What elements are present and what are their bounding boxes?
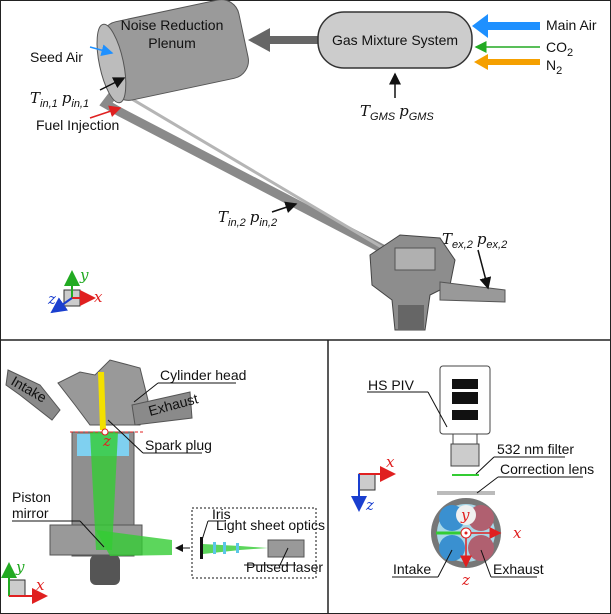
- exhaust-port: [131, 391, 193, 426]
- svg-text:z: z: [47, 290, 56, 308]
- bottom-left-panel: Intake Exhaust Cylinder head Spark plug …: [1, 359, 325, 604]
- plenum-label-2: Plenum: [148, 35, 195, 51]
- engine-model: [369, 234, 506, 331]
- svg-text:z: z: [365, 496, 374, 514]
- piston-mirror-label-2: mirror: [12, 505, 49, 521]
- seed-air-arrow-icon: [89, 44, 114, 57]
- laser-optics-box: [191, 507, 317, 579]
- top-panel: Noise Reduction Plenum Gas Mixture Syste…: [30, 0, 597, 331]
- intake-label: Intake: [393, 561, 431, 577]
- hs-piv-label: HS PIV: [368, 377, 415, 393]
- pulsed-laser: [267, 539, 305, 558]
- filter-label: 532 nm filter: [497, 441, 574, 457]
- pulsed-laser-label: Pulsed laser: [246, 559, 323, 575]
- svg-text:z: z: [461, 571, 470, 589]
- piston-mirror-label-1: Piston: [12, 489, 51, 505]
- cylinder-head-label: Cylinder head: [160, 367, 246, 383]
- svg-text:z: z: [102, 432, 111, 450]
- cylinder-top-view: y x z: [431, 498, 522, 589]
- extension: [90, 555, 120, 585]
- bottom-right-panel: HS PIV 532 nm filter Correction lens y x…: [351, 365, 594, 589]
- correction-lens-label: Correction lens: [500, 461, 594, 477]
- intake-valve: [439, 535, 465, 561]
- optics-lens-3: [236, 543, 239, 553]
- gas-mixture-system-box: [317, 11, 473, 69]
- light-sheet: [203, 544, 268, 554]
- spark-plug-yellow: [98, 372, 106, 430]
- origin-marker: [101, 428, 109, 436]
- sensor-arrow-in2: [271, 201, 298, 214]
- laser-sheet-horizontal: [96, 530, 172, 556]
- seed-air-label: Seed Air: [30, 49, 83, 65]
- svg-text:x: x: [36, 576, 45, 594]
- sensor-arrow-ex2: [477, 249, 492, 290]
- svg-text:y: y: [15, 558, 25, 576]
- n2-label: N2: [546, 57, 562, 77]
- svg-text:y: y: [460, 506, 470, 524]
- flow-arrow-icon: [248, 28, 318, 52]
- gas-mixture-system-label: Gas Mixture System: [332, 32, 458, 48]
- correction-lens: [437, 491, 495, 495]
- plenum-label-1: Noise Reduction: [121, 17, 224, 33]
- optics-lens-1: [213, 542, 216, 554]
- main-air-arrow-icon: [472, 14, 540, 38]
- iris: [200, 537, 203, 559]
- iris-label: Iris: [212, 506, 231, 522]
- optics-lens-2: [223, 542, 226, 554]
- co2-label: CO2: [546, 39, 573, 59]
- n2-arrow-icon: [474, 54, 540, 70]
- axis-triad-bottom-left: y x z: [1, 432, 111, 604]
- exhaust-label: Exhaust: [493, 561, 544, 577]
- light-sheet-optics-label: Light sheet optics: [216, 517, 325, 533]
- exhaust-valve: [468, 535, 494, 561]
- axis-triad-top: y x z: [47, 266, 103, 314]
- laser-sheet-vertical: [90, 432, 118, 550]
- svg-text:x: x: [94, 288, 103, 306]
- svg-text:y: y: [79, 266, 89, 284]
- axis-triad-bottom-right: x z: [351, 453, 396, 514]
- svg-text:x: x: [513, 524, 522, 542]
- fuel-injection-label: Fuel Injection: [36, 117, 119, 133]
- spark-plug-label: Spark plug: [145, 437, 212, 453]
- intake-port: [5, 369, 61, 421]
- 532nm-filter: [452, 474, 479, 476]
- camera-lens: [450, 443, 480, 467]
- noise-reduction-plenum: [96, 0, 249, 104]
- main-air-label: Main Air: [546, 17, 597, 33]
- sensor-arrow-in1: [99, 77, 126, 91]
- svg-text:x: x: [386, 453, 395, 471]
- fuel-injection-arrow-icon: [89, 105, 122, 119]
